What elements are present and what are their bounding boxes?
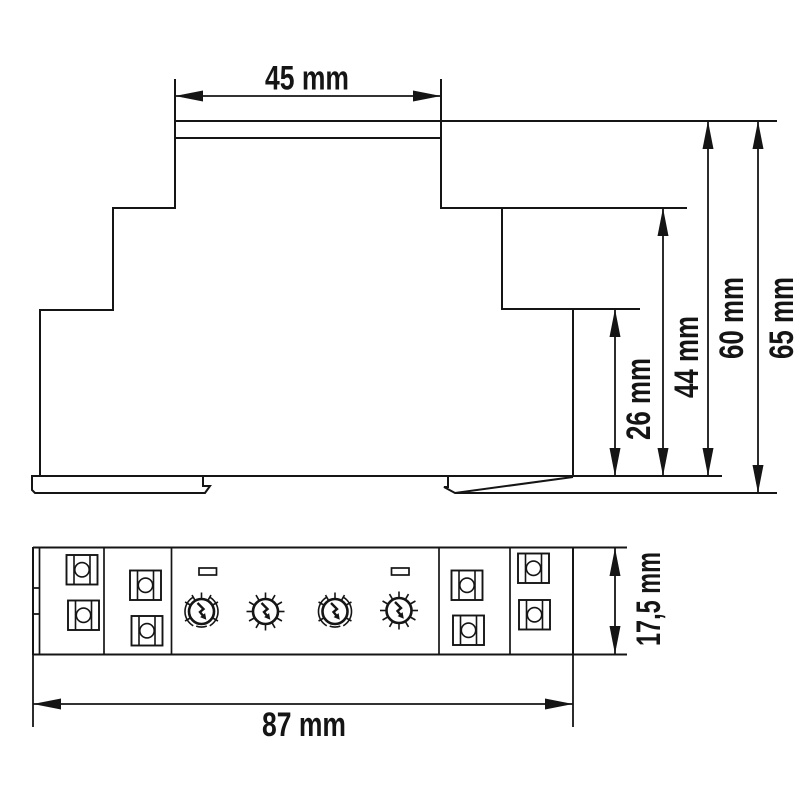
dim-label-60mm: 60 mm xyxy=(713,277,751,359)
arrow-right-icon xyxy=(545,698,573,710)
arrow-up-icon xyxy=(752,121,764,149)
dimension-60mm: 60 mm xyxy=(702,121,751,476)
rotary-switch-icon xyxy=(185,593,218,628)
led-indicators xyxy=(198,567,410,576)
arrow-left-icon xyxy=(175,90,203,102)
dimension-45mm: 45 mm xyxy=(175,60,441,102)
housing-right-mid-step xyxy=(501,208,640,310)
arrow-down-icon xyxy=(752,465,764,493)
arrow-left-icon xyxy=(33,698,61,710)
dim-label-44mm: 44 mm xyxy=(668,316,706,398)
screw-terminal-icon xyxy=(452,614,485,646)
screw-terminal-icon xyxy=(518,599,551,631)
arrow-up-icon xyxy=(609,548,621,576)
release-slider-notches xyxy=(33,587,40,615)
screw-terminals xyxy=(65,552,551,647)
extension-lines-87 xyxy=(32,655,574,727)
housing-right-upper-step xyxy=(440,79,687,209)
housing-outline xyxy=(31,79,777,477)
front-view: 87 mm 17,5 mm xyxy=(32,546,668,744)
dimension-26mm: 26 mm xyxy=(609,309,658,476)
screw-terminal-icon xyxy=(130,615,164,647)
dim-label-87mm: 87 mm xyxy=(262,706,346,744)
front-outline xyxy=(32,546,627,656)
arrow-down-icon xyxy=(657,448,669,476)
rotary-switch-icon xyxy=(318,593,351,628)
din-rail-clip xyxy=(31,476,777,495)
screw-terminal-icon xyxy=(65,554,99,586)
arrow-up-icon xyxy=(702,121,714,149)
arrow-down-icon xyxy=(609,626,621,654)
rotary-switches xyxy=(185,592,418,631)
rotary-switch-icon xyxy=(247,593,285,631)
housing-left-steps xyxy=(39,79,176,476)
screw-terminal-icon xyxy=(450,569,484,601)
dim-label-45mm: 45 mm xyxy=(265,60,349,98)
din-foot-left xyxy=(31,476,212,494)
side-view: 45 mm 26 mm 44 mm 60 mm 65 mm xyxy=(31,60,800,495)
dimension-44mm: 44 mm xyxy=(657,208,706,476)
led-indicator xyxy=(390,567,410,576)
dim-label-65mm: 65 mm xyxy=(763,277,800,359)
dimension-87mm: 87 mm xyxy=(32,655,574,744)
arrow-up-icon xyxy=(657,208,669,236)
arrow-up-icon xyxy=(609,309,621,337)
dim-label-26mm: 26 mm xyxy=(620,358,658,440)
arrow-down-icon xyxy=(702,448,714,476)
din-latch-right xyxy=(443,476,574,495)
arrow-right-icon xyxy=(413,90,441,102)
screw-terminal-icon xyxy=(129,569,162,601)
screw-terminal-icon xyxy=(517,552,550,584)
rotary-switch-icon xyxy=(380,592,418,630)
arrow-down-icon xyxy=(609,448,621,476)
screw-terminal-icon xyxy=(67,599,100,631)
led-indicator xyxy=(198,567,218,576)
dim-label-17-5mm: 17,5 mm xyxy=(630,552,668,646)
dimension-65mm: 65 mm xyxy=(752,121,800,493)
dimension-17-5mm: 17,5 mm xyxy=(609,548,668,654)
